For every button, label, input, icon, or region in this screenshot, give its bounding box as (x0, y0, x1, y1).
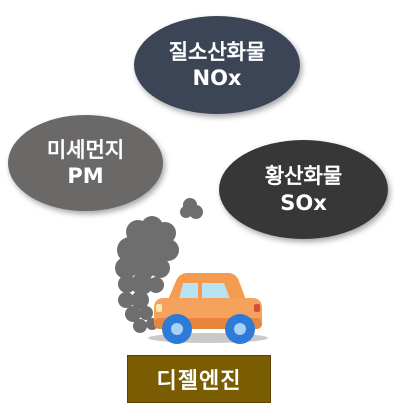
pollutant-name-ko: 질소산화물 (168, 39, 266, 64)
smoke-icon (115, 198, 203, 333)
bubble-pm: 미세먼지 PM (8, 115, 163, 211)
engine-label: 디젤엔진 (127, 355, 271, 403)
pollutant-name-en: SOx (280, 190, 327, 215)
pollutant-name-en: PM (67, 164, 104, 188)
bubble-sox: 황산화물 SOx (219, 140, 388, 239)
pollutant-name-ko: 황산화물 (264, 164, 343, 189)
pollutant-name-en: NOx (192, 66, 242, 90)
pollutant-name-ko: 미세먼지 (46, 137, 125, 162)
bubble-nox: 질소산화물 NOx (134, 16, 300, 114)
car-icon (148, 273, 268, 344)
